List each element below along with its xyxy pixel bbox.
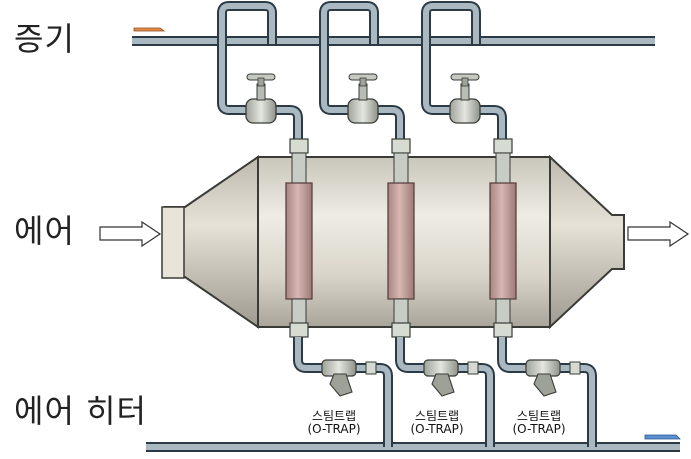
heating-element: [285, 182, 313, 300]
steam-label: 증기: [14, 20, 75, 58]
steam-inlet-arrow: [133, 27, 166, 32]
steam-trap-name: 스팀트랩: [516, 409, 562, 423]
condensate-outlet-arrow: [644, 434, 681, 440]
bottom-coupling: [289, 322, 309, 338]
globe-valve: [245, 73, 277, 124]
steam-trap-type: (O-TRAP): [307, 422, 361, 436]
outlet-cone: [549, 154, 625, 330]
air-outlet-arrow: [627, 220, 690, 248]
steam-trap-label: 스팀트랩 (O-TRAP): [494, 410, 584, 436]
inlet-face: [161, 206, 185, 279]
steam-trap-type: (O-TRAP): [410, 422, 464, 436]
steam-trap: [321, 359, 377, 397]
air-label: 에어: [14, 212, 75, 250]
heating-unit: [217, 1, 393, 447]
steam-trap-name: 스팀트랩: [414, 409, 460, 423]
top-coupling: [289, 138, 309, 154]
air-inlet-arrow: [99, 220, 162, 248]
steam-trap-label: 스팀트랩 (O-TRAP): [392, 410, 482, 436]
steam-trap-name: 스팀트랩: [311, 409, 357, 423]
air-heater-label: 에어 히터: [14, 392, 147, 430]
steam-trap-type: (O-TRAP): [512, 422, 566, 436]
steam-trap-label: 스팀트랩 (O-TRAP): [289, 410, 379, 436]
